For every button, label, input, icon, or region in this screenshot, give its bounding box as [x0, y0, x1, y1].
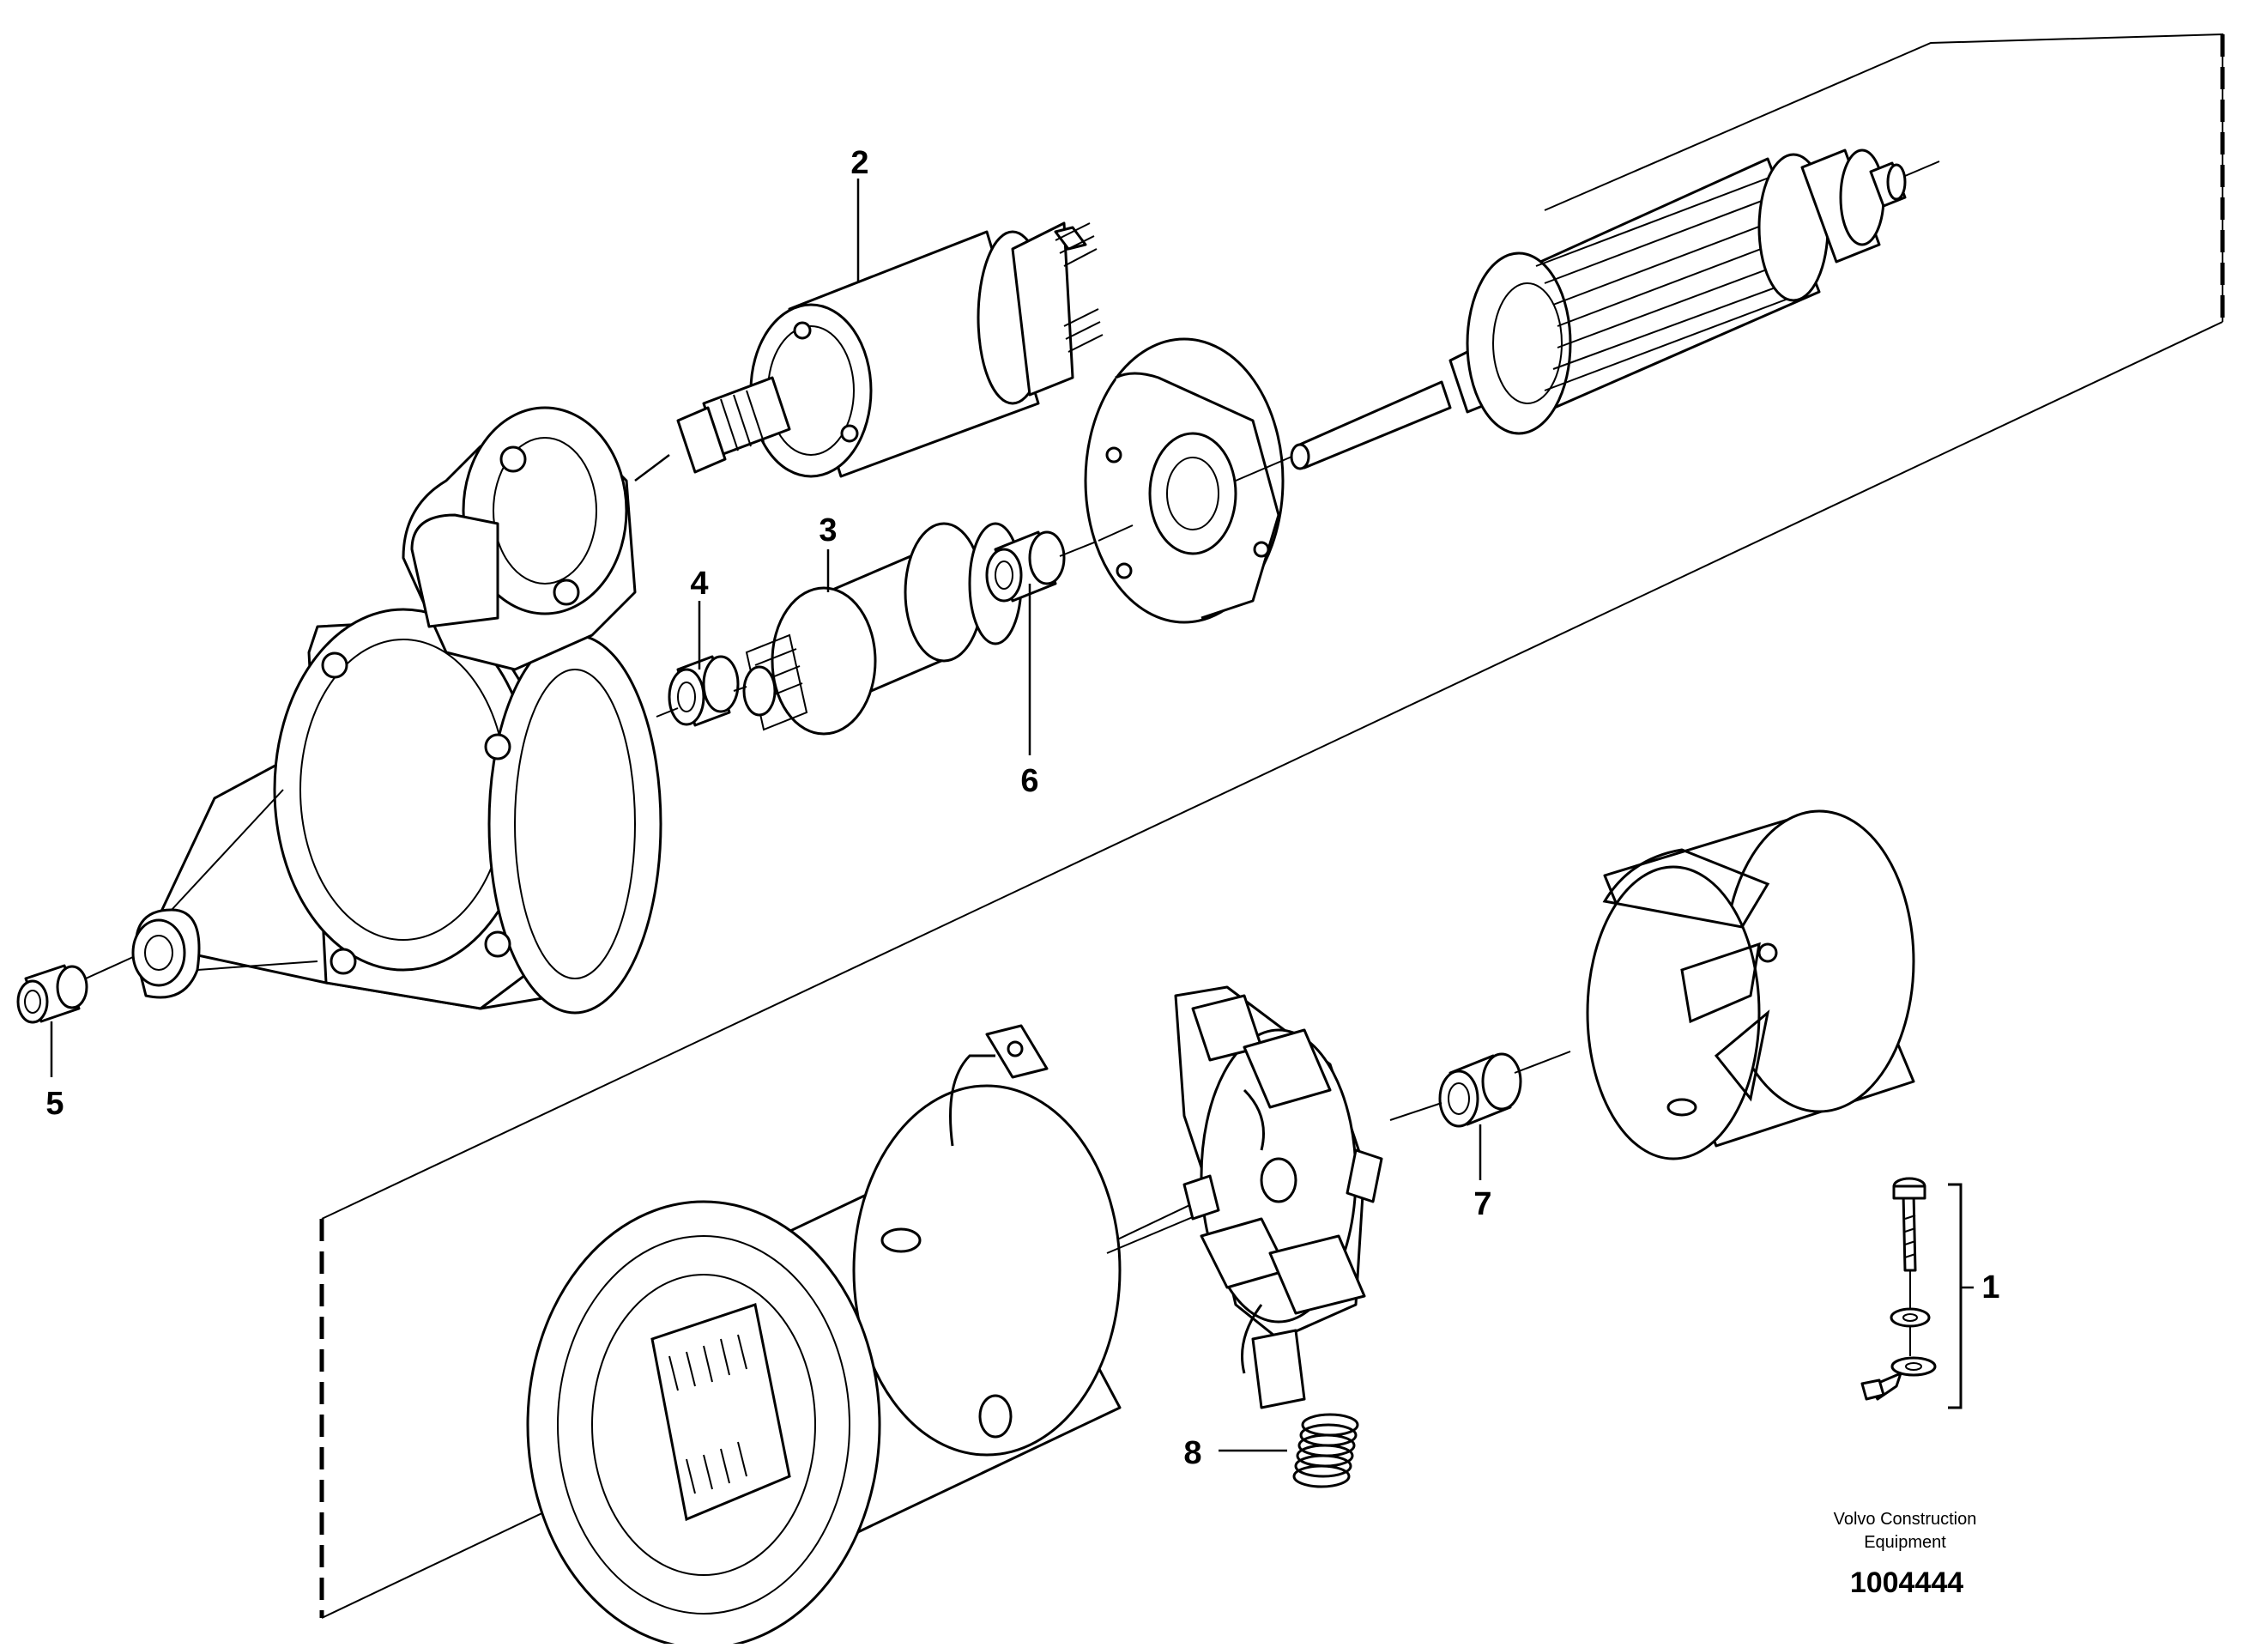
- armature: [1290, 148, 1940, 470]
- solenoid-part-2: [634, 221, 1104, 482]
- callout-4: 4: [690, 566, 708, 602]
- brush-holder-plate: [1174, 985, 1383, 1409]
- callout-6: 6: [1020, 763, 1038, 799]
- callout-3: 3: [819, 512, 837, 548]
- callout-1: 1: [1981, 1269, 1999, 1306]
- callout-5: 5: [45, 1086, 64, 1122]
- bushing-part-7: [1389, 1051, 1571, 1128]
- callout-8: 8: [1183, 1435, 1201, 1471]
- leader-lines: [50, 179, 1482, 1452]
- caption-company-line1: Volvo Construction: [1834, 1510, 1977, 1529]
- callout-2: 2: [850, 145, 868, 181]
- drive-pinion-part-3: [742, 522, 1023, 736]
- hardware-kit-part-1: [1860, 1177, 1937, 1401]
- yoke-field-frame: [526, 1024, 1271, 1648]
- intermediate-plate: [1084, 337, 1297, 624]
- bushing-part-5: [16, 956, 134, 1024]
- kit-bracket: [1948, 1183, 1963, 1409]
- brush-spring-part-8: [1292, 1413, 1359, 1488]
- diagram-code: 1004444: [1850, 1566, 1963, 1599]
- caption-company-line2: Equipment: [1864, 1533, 1946, 1552]
- callout-7: 7: [1473, 1186, 1491, 1222]
- bushing-part-4: [656, 655, 747, 727]
- bushing-part-6: [985, 530, 1099, 603]
- commutator-end-bracket: [1586, 809, 1915, 1160]
- drive-end-housing: [131, 406, 662, 1015]
